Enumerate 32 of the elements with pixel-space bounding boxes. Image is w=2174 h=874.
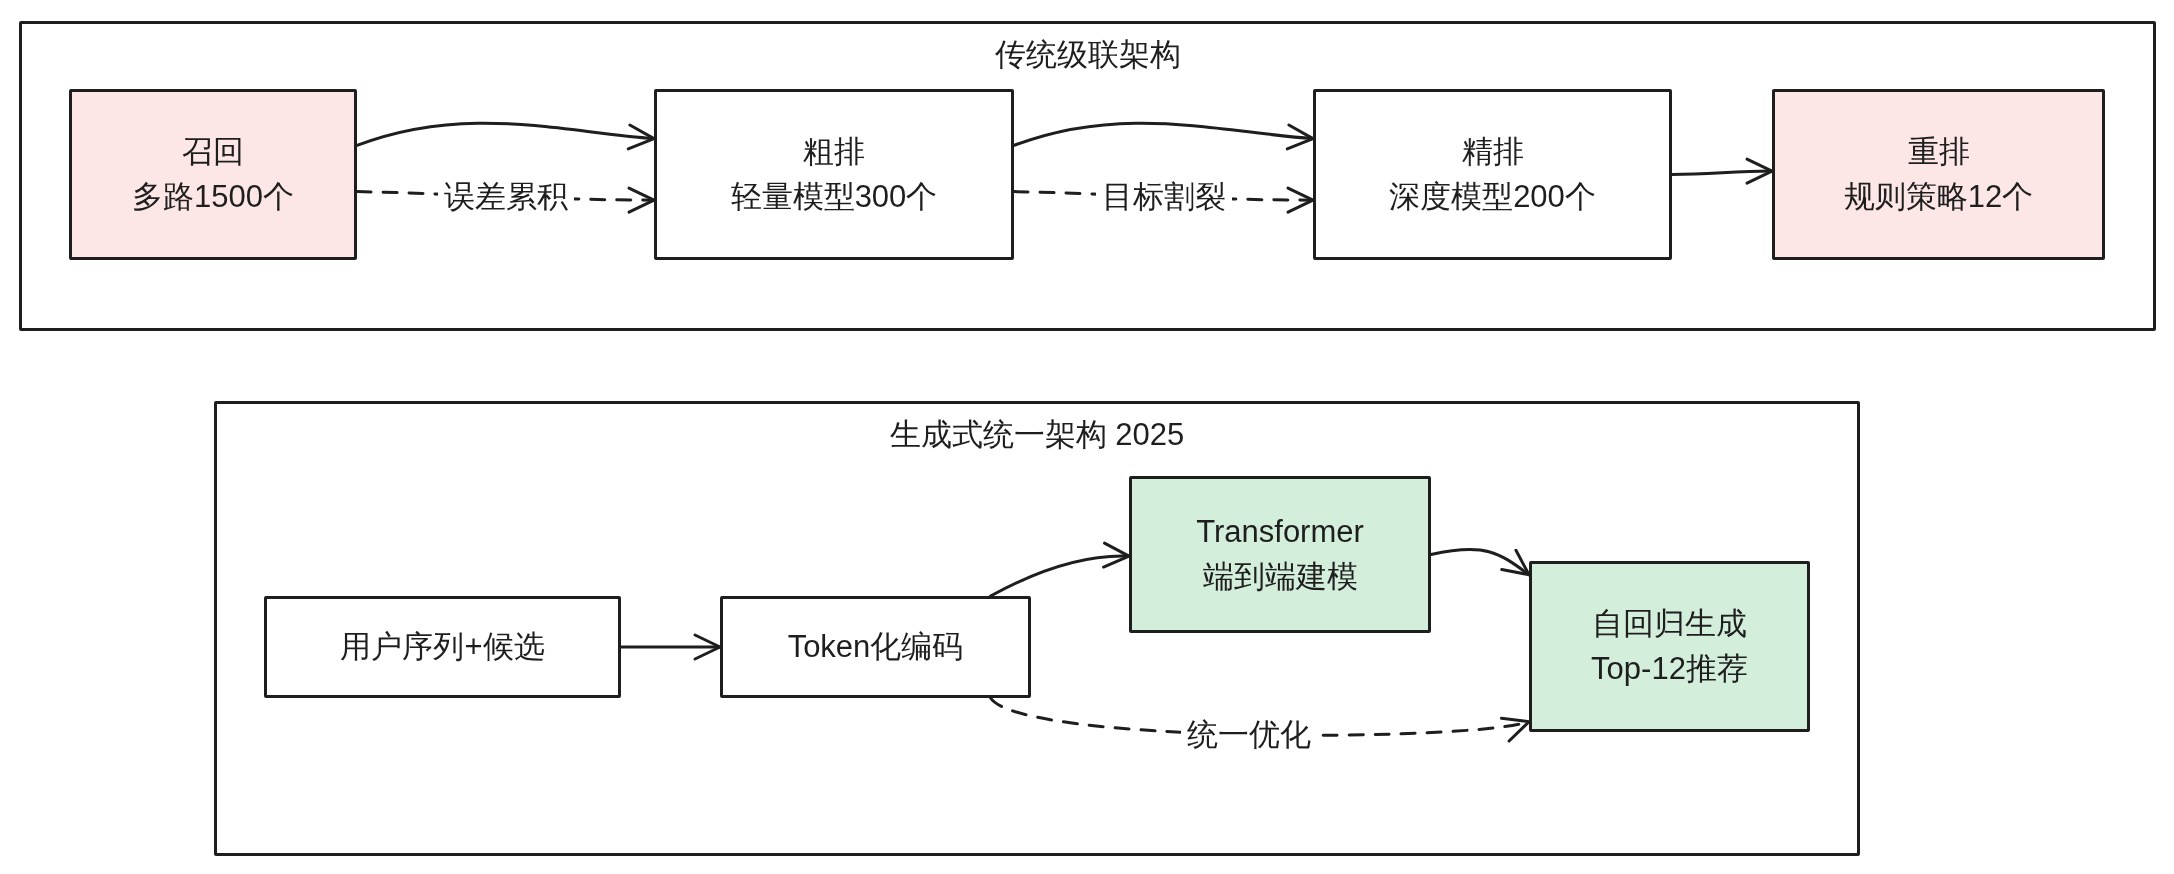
- arrow: [989, 542, 1131, 598]
- box-heading: 精排: [1461, 132, 1524, 171]
- panel-frame: [19, 21, 2156, 331]
- arrow: [355, 121, 656, 150]
- process-box: [1313, 89, 1672, 260]
- box-heading: 召回: [182, 132, 244, 171]
- box-heading: 重排: [1907, 132, 1970, 171]
- arrow: [619, 633, 722, 661]
- box-heading: 自回归生成: [1592, 604, 1747, 643]
- arrow: [1670, 157, 1774, 185]
- box-text: Token化编码: [787, 627, 964, 666]
- box-text: 多路1500个: [132, 177, 294, 216]
- box-text: 用户序列+候选: [340, 627, 545, 666]
- box-text: 轻量模型300个: [730, 177, 938, 216]
- process-box: [1772, 89, 2105, 260]
- process-box: [654, 89, 1014, 260]
- process-box: [1129, 476, 1431, 633]
- box-heading: 粗排: [803, 132, 865, 171]
- panel-title: 传统级联架构: [994, 36, 1181, 74]
- box-text: 端到端建模: [1202, 557, 1358, 596]
- panel-frame: [214, 401, 1860, 856]
- arrow: [1429, 548, 1531, 577]
- box-text: 规则策略12个: [1843, 177, 2034, 216]
- process-box: [720, 596, 1031, 698]
- box-heading: Transformer: [1196, 512, 1364, 551]
- arrow: [1012, 121, 1315, 150]
- process-box: [264, 596, 621, 698]
- box-text: 深度模型200个: [1389, 177, 1596, 216]
- process-box: [1529, 561, 1810, 732]
- process-box: [69, 89, 357, 260]
- panel-title: 生成式统一架构 2025: [889, 416, 1185, 454]
- box-text: Top-12推荐: [1591, 649, 1748, 688]
